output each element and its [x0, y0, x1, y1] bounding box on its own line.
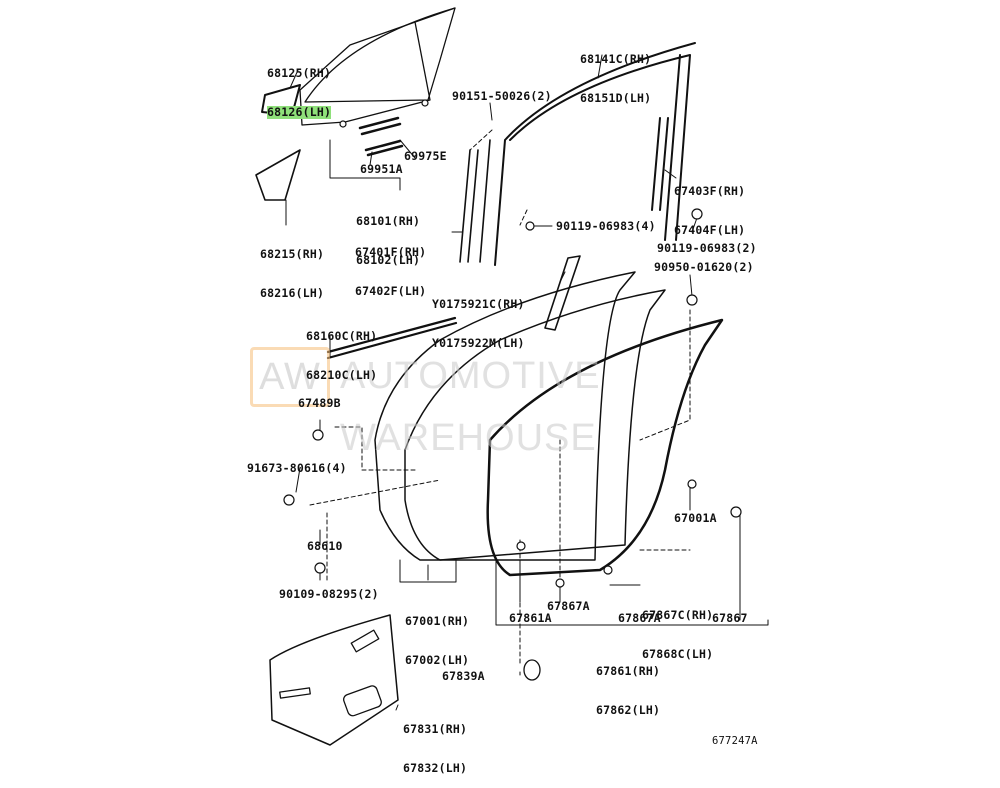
door-glass-shape — [299, 7, 456, 126]
bracket-lower — [255, 149, 301, 201]
part-number-rh: 68125(RH) — [267, 66, 332, 80]
callout-bracket-lower[interactable]: 68215(RH) 68216(LH) — [260, 222, 324, 313]
part-number-rh: 67401F(RH) — [355, 245, 427, 259]
callout-run-front[interactable]: 68141C(RH) 68151D(LH) — [580, 27, 651, 118]
callout-channel-rear[interactable]: 67403F(RH) 67404F(LH) — [674, 159, 745, 250]
leader-lines — [285, 54, 769, 711]
clip-icon — [516, 541, 526, 551]
callout-plug[interactable]: 67489B — [298, 396, 341, 410]
trim-cover-window — [350, 629, 380, 653]
callout-seal-right[interactable]: 67867 — [712, 611, 748, 625]
clip-icon — [339, 120, 347, 128]
belt-weatherstrip — [326, 316, 458, 360]
part-number-lh: 67402F(LH) — [355, 284, 427, 298]
part-number-lh: 67868C(LH) — [642, 647, 714, 661]
callout-garnish[interactable]: Y0175921C(RH) Y0175922M(LH) — [432, 272, 525, 363]
bolt-icon — [314, 562, 326, 574]
part-number-rh: 67403F(RH) — [674, 184, 746, 198]
callout-bolt-right[interactable]: 90119-06983(2) — [657, 241, 757, 255]
bolt-icon — [525, 221, 535, 231]
part-number-lh: 67862(LH) — [596, 703, 661, 717]
part-number-rh: 68141C(RH) — [580, 52, 652, 66]
bolt-icon — [691, 208, 703, 220]
callout-seal-clip-b[interactable]: 67867A — [547, 599, 590, 613]
trim-cover-pocket — [343, 685, 382, 717]
trim-cover-slot — [279, 687, 311, 699]
callout-screw-top[interactable]: 90151-50026(2) — [452, 89, 552, 103]
part-number-lh: 68216(LH) — [260, 286, 325, 300]
part-number-rh: 68101(RH) — [356, 214, 421, 228]
channel-rear — [651, 117, 669, 211]
callout-trim-cover[interactable]: 67831(RH) 67832(LH) — [403, 697, 467, 788]
channel-front — [459, 139, 491, 263]
door-inner-panel — [404, 289, 666, 561]
callout-clip-side[interactable]: 67001A — [674, 511, 717, 525]
callout-weatherstrip-belt[interactable]: 68160C(RH) 68210C(LH) — [306, 304, 377, 395]
part-number-rh: 67001(RH) — [405, 614, 470, 628]
clip-icon — [421, 99, 429, 107]
trim-cover-shape — [269, 614, 399, 746]
callout-weatherstrip-door[interactable]: 67861(RH) 67862(LH) — [596, 639, 660, 730]
part-number-lh: 67404F(LH) — [674, 223, 746, 237]
callout-seal-clip-c[interactable]: 67867A — [618, 611, 661, 625]
clip-icon — [603, 565, 613, 575]
callout-bolt-check[interactable]: 90109-08295(2) — [279, 587, 379, 601]
part-number-rh: 67867C(RH) — [642, 608, 714, 622]
part-number-lh: 68210C(LH) — [306, 368, 378, 382]
part-number-lh: 68102(LH) — [356, 253, 421, 267]
glass-run-front — [494, 42, 696, 266]
callout-clip-right[interactable]: 90950-01620(2) — [654, 260, 754, 274]
door-weatherstrip-loop — [486, 318, 724, 577]
part-number-rh: 68215(RH) — [260, 247, 325, 261]
part-number-rh: 67861(RH) — [596, 664, 661, 678]
parts-diagram — [255, 7, 769, 746]
part-number-rh: 67831(RH) — [403, 722, 468, 736]
part-number-lh: 67832(LH) — [403, 761, 468, 775]
callout-channel-front[interactable]: 67401F(RH) 67402F(LH) — [355, 220, 426, 311]
part-number-lh: 68151D(LH) — [580, 91, 652, 105]
screw-icon — [283, 494, 295, 506]
part-number-rh: Y0175921C(RH) — [432, 297, 525, 311]
belt-molding-outer — [364, 139, 404, 157]
plug-icon — [312, 429, 324, 441]
callout-door-panel[interactable]: 67001(RH) 67002(LH) — [405, 589, 469, 680]
callout-belt-outer[interactable]: 69951A — [360, 162, 403, 176]
catalog-id: 677247A — [712, 735, 758, 747]
belt-molding-inner — [358, 116, 402, 136]
callout-door-glass[interactable]: 68101(RH) 68102(LH) — [356, 189, 420, 280]
part-number-lh-highlighted: 68126(LH) — [267, 105, 332, 119]
hole-plug-shape — [523, 659, 541, 681]
callout-hole-plug[interactable]: 67839A — [442, 669, 485, 683]
part-number-lh: 67002(LH) — [405, 653, 470, 667]
clip-icon — [730, 506, 742, 518]
callout-hinge-check[interactable]: 68610 — [307, 539, 343, 553]
door-outer-panel — [374, 271, 636, 561]
callout-seal-opening[interactable]: 67861A — [509, 611, 552, 625]
callout-seal-clip-a[interactable]: 67867C(RH) 67868C(LH) — [642, 583, 713, 674]
garnish-shape — [544, 255, 581, 331]
part-number-lh: Y0175922M(LH) — [432, 336, 525, 350]
door-glass-outline — [304, 7, 456, 103]
callout-bolt-mid[interactable]: 90119-06983(4) — [556, 219, 656, 233]
callout-screw-hinge[interactable]: 91673-80616(4) — [247, 461, 347, 475]
part-number-rh: 68160C(RH) — [306, 329, 378, 343]
clip-icon — [686, 294, 698, 306]
callout-belt-inner[interactable]: 69975E — [404, 149, 447, 163]
clip-icon — [555, 578, 565, 588]
callout-quarter-glass[interactable]: 68125(RH) 68126(LH) — [267, 41, 332, 132]
dashed-leaders — [309, 129, 691, 666]
clip-icon — [687, 479, 697, 489]
